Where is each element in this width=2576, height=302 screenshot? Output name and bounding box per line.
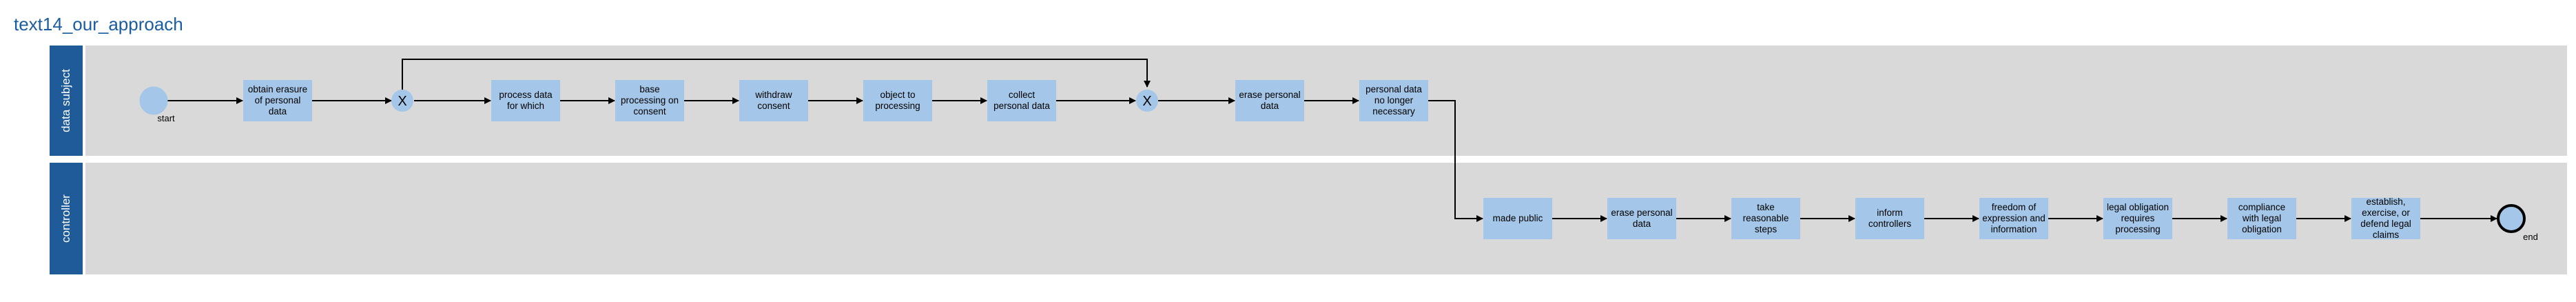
flow-gateway-split-to-gateway-merge xyxy=(402,59,1151,91)
task-withdraw-consent[interactable]: withdraw consent xyxy=(739,80,808,121)
gateway-split xyxy=(391,90,413,112)
start-event-label: start xyxy=(157,113,175,123)
task-erase-personal-data[interactable]: erase personal data xyxy=(1235,80,1304,121)
flow-no-longer-necessary-to-made-public xyxy=(1428,100,1483,222)
task-no-longer-necessary[interactable]: personal data no longer necessary xyxy=(1359,80,1428,121)
lane-header-controller xyxy=(50,163,83,274)
task-erase-personal-data-controller[interactable]: erase personal data xyxy=(1607,198,1676,239)
task-legal-obligation[interactable]: legal obligation requires processing xyxy=(2103,198,2172,239)
task-made-public[interactable]: made public xyxy=(1483,198,1552,239)
task-base-processing[interactable]: base processing on consent xyxy=(615,80,684,121)
task-collect-personal-data[interactable]: collect personal data xyxy=(987,80,1056,121)
task-compliance-legal-obligation[interactable]: compliance with legal obligation xyxy=(2227,198,2296,239)
task-object-to-processing[interactable]: object to processing xyxy=(863,80,932,121)
diagram-title: text14_our_approach xyxy=(14,14,183,34)
end-event-label: end xyxy=(2523,232,2538,242)
task-inform-controllers[interactable]: inform controllers xyxy=(1855,198,1924,239)
end-event xyxy=(2497,204,2526,233)
task-process-data[interactable]: process data for which xyxy=(491,80,560,121)
task-take-reasonable-steps[interactable]: take reasonable steps xyxy=(1731,198,1800,239)
gateway-merge-symbol: X xyxy=(1142,94,1151,109)
gateway-merge xyxy=(1136,90,1158,112)
lane-header-data-subject xyxy=(50,46,83,156)
task-freedom-of-expression[interactable]: freedom of expression and information xyxy=(1979,198,2048,239)
start-event xyxy=(139,86,168,115)
gateway-split-symbol: X xyxy=(398,94,406,109)
task-establish-exercise-defend[interactable]: establish, exercise, or defend legal cla… xyxy=(2351,197,2420,240)
task-obtain-erasure[interactable]: obtain erasure of personal data xyxy=(243,80,312,121)
